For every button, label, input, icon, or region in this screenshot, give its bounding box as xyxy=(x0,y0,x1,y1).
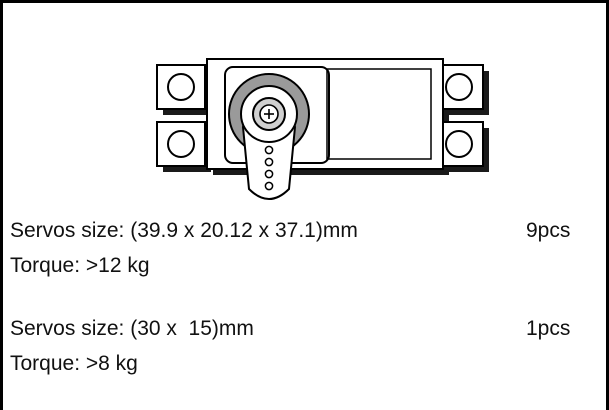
left-bottom-flange xyxy=(156,121,206,167)
servo-motor-icon xyxy=(156,58,489,200)
left-top-flange xyxy=(156,64,206,110)
mount-hole-icon xyxy=(445,130,473,158)
servo-1-torque-label: Torque: >12 kg xyxy=(10,254,150,277)
servo-1-quantity: 9pcs xyxy=(526,219,571,242)
horn-hole-icon xyxy=(264,145,274,155)
servo-1-size-label: Servos size: (39.9 x 20.12 x 37.1)mm xyxy=(10,219,358,242)
horn-hole-icon xyxy=(264,157,274,167)
mount-hole-icon xyxy=(167,73,195,101)
mount-hole-icon xyxy=(167,130,195,158)
horn-hole-icon xyxy=(264,181,274,191)
servo-2-torque-label: Torque: >8 kg xyxy=(10,352,138,375)
servo-2-size-label: Servos size: (30 x 15)mm xyxy=(10,317,254,340)
servo-label-panel xyxy=(326,68,432,160)
mount-hole-icon xyxy=(445,73,473,101)
horn-hole-icon xyxy=(264,169,274,179)
servo-2-quantity: 1pcs xyxy=(526,317,571,340)
